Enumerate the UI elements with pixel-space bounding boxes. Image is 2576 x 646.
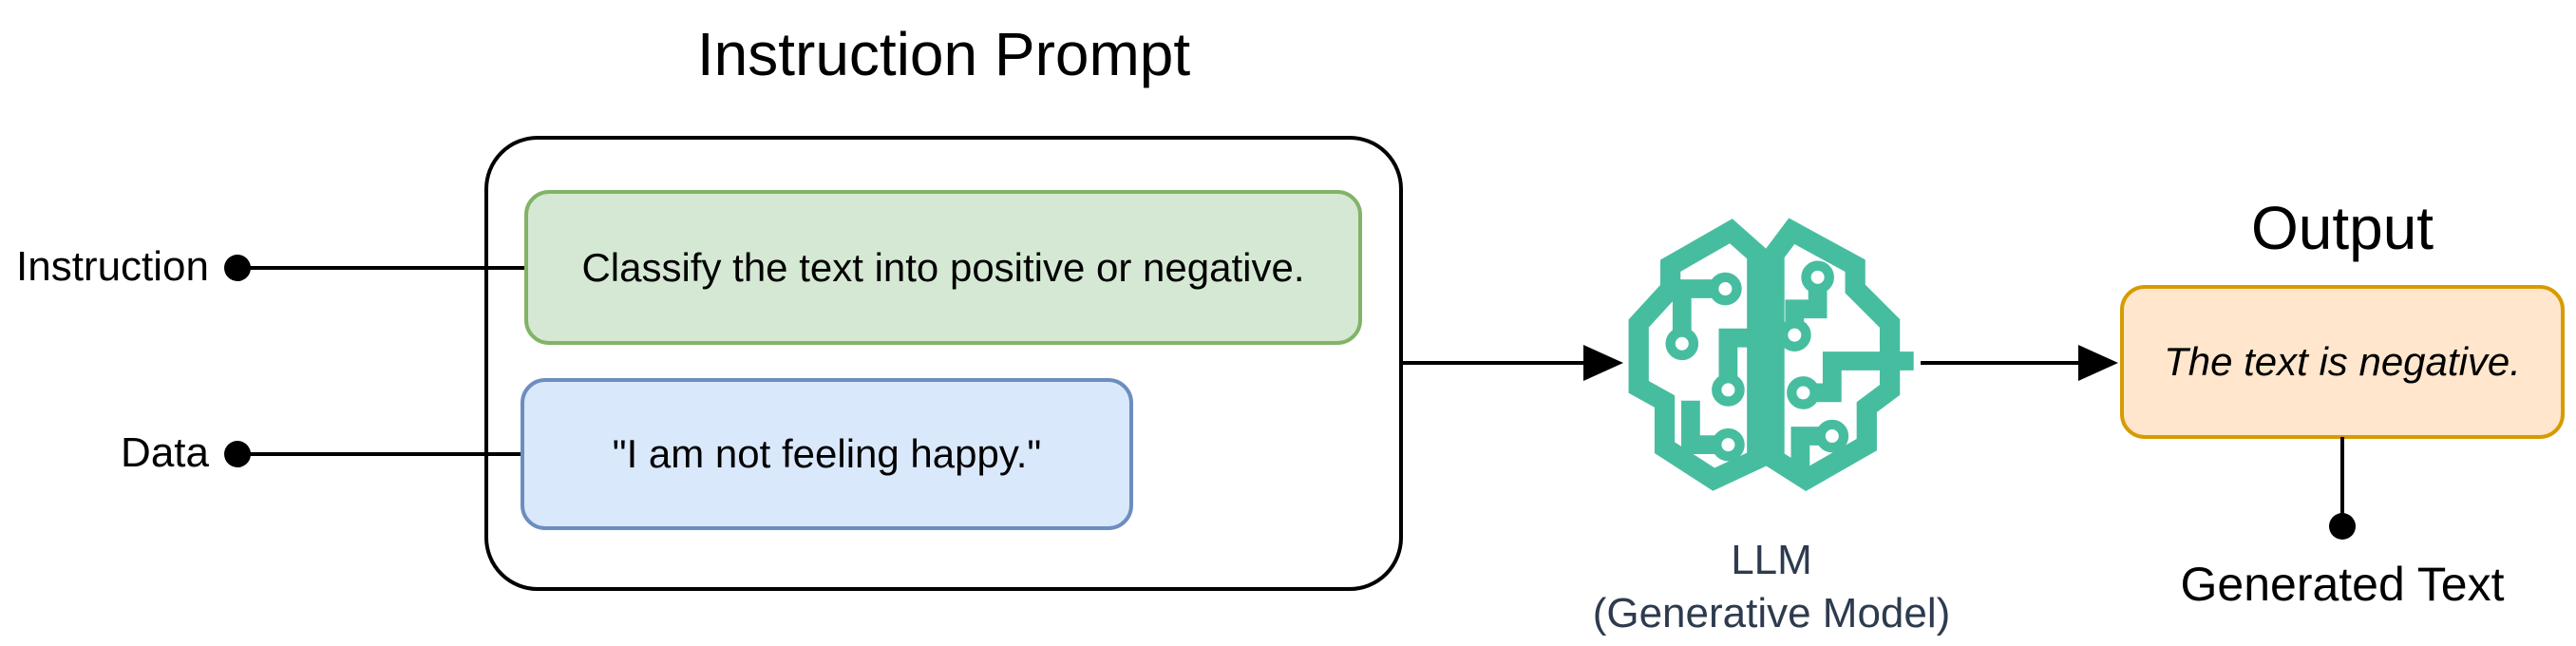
instruction-label: Instruction — [16, 243, 209, 290]
data-connector-line — [237, 452, 521, 456]
llm-subtitle: (Generative Model) — [1592, 590, 1951, 636]
instruction-text-box: Classify the text into positive or negat… — [524, 190, 1362, 345]
generated-text-connector-dot — [2329, 513, 2356, 540]
instruction-prompt-title: Instruction Prompt — [696, 20, 1191, 88]
output-title: Output — [2250, 194, 2434, 262]
generated-text-connector-line — [2340, 437, 2344, 515]
llm-label: LLM (Generative Model) — [1563, 534, 1980, 640]
data-text-box: "I am not feeling happy." — [521, 378, 1133, 530]
llm-brain-circuit-icon — [1628, 218, 1914, 492]
output-text-box: The text is negative. — [2120, 285, 2565, 439]
instruction-prompt-container — [484, 136, 1403, 591]
arrow-prompt-to-llm-line — [1403, 361, 1585, 365]
arrow-llm-to-output-line — [1921, 361, 2080, 365]
llm-name: LLM — [1731, 537, 1812, 583]
generated-text-caption: Generated Text — [2180, 558, 2505, 611]
arrow-llm-to-output-head — [2078, 345, 2118, 381]
data-label: Data — [121, 429, 209, 476]
arrow-prompt-to-llm-head — [1583, 345, 1623, 381]
instruction-connector-line — [237, 266, 524, 270]
